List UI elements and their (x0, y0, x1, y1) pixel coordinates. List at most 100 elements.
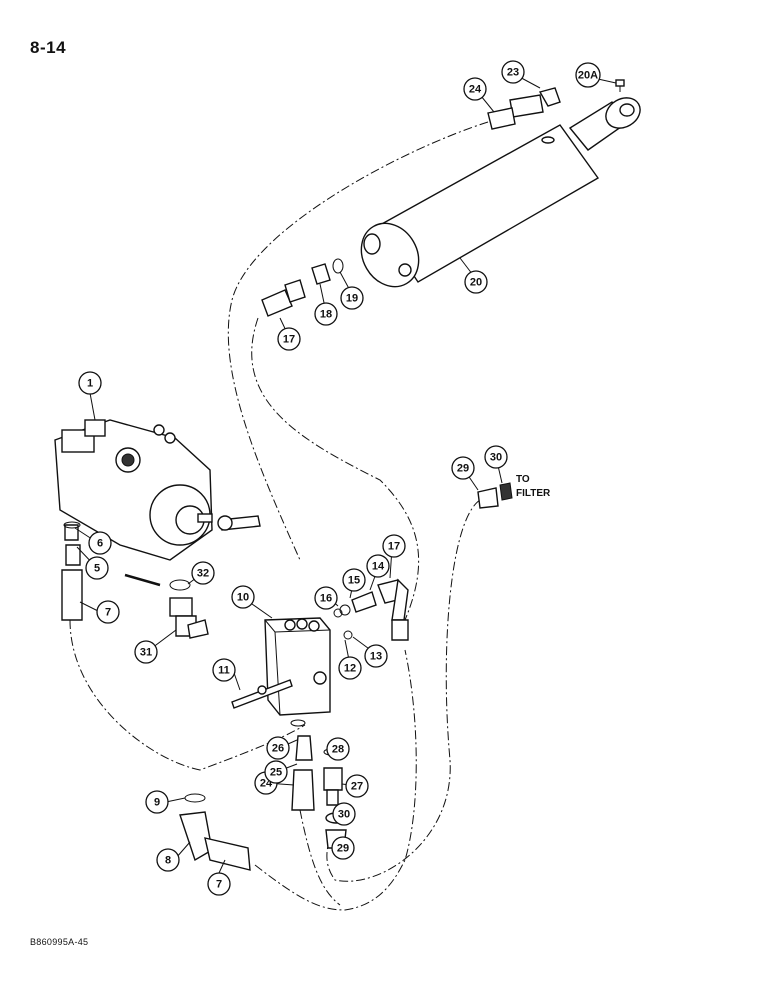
callout-label: 1 (87, 378, 93, 390)
callout-circle (145, 790, 169, 814)
callout-16: 16 (314, 586, 338, 610)
callout-24: 24 (463, 77, 487, 101)
elbow-fitting-8 (179, 793, 251, 871)
callout-30: 30 (332, 802, 356, 826)
callout-circle (277, 327, 301, 351)
callout-circle (264, 760, 288, 784)
callout-6: 6 (88, 531, 112, 555)
callout-label: 6 (97, 538, 103, 550)
callout-15: 15 (342, 568, 366, 592)
callout-label: 16 (320, 593, 332, 605)
callout-label: 29 (337, 843, 349, 855)
callout-20: 20 (464, 270, 488, 294)
callout-label: 25 (270, 767, 282, 779)
callout-circle (266, 736, 290, 760)
callout-17: 17 (382, 534, 406, 558)
callout-circle (338, 656, 362, 680)
callout-7: 7 (207, 872, 231, 896)
callout-circle (382, 534, 406, 558)
to-filter-label-line2: FILTER (516, 488, 551, 499)
callout-label: 12 (344, 663, 356, 675)
callout-circle (314, 586, 338, 610)
callout-label: 7 (216, 879, 222, 891)
callout-circle (463, 77, 487, 101)
callout-9: 9 (145, 790, 169, 814)
callout-32: 32 (191, 561, 215, 585)
callout-29: 29 (331, 836, 355, 860)
callout-19: 19 (340, 286, 364, 310)
callout-14: 14 (366, 554, 390, 578)
callout-label: 26 (272, 743, 284, 755)
callout-label: 18 (320, 309, 332, 321)
callout-circle (484, 445, 508, 469)
to-filter-label-line1: TO (516, 474, 530, 485)
callout-circle (88, 531, 112, 555)
callout-circle (332, 802, 356, 826)
callout-18: 18 (314, 302, 338, 326)
callout-circle (326, 737, 350, 761)
filter-connection (477, 482, 513, 509)
callout-circle (212, 658, 236, 682)
callout-circle (575, 62, 601, 88)
callout-26: 26 (266, 736, 290, 760)
callout-circle (134, 640, 158, 664)
callout-label: 24 (469, 84, 482, 96)
callout-label: 8 (165, 855, 171, 867)
callout-1: 1 (78, 371, 102, 395)
callout-label: 29 (457, 463, 469, 475)
callout-23: 23 (501, 60, 525, 84)
callout-label: 20 (470, 277, 482, 289)
callout-label: 13 (370, 651, 382, 663)
callout-12: 12 (338, 656, 362, 680)
cylinder-fittings (261, 87, 561, 317)
callout-10: 10 (231, 585, 255, 609)
callout-circle (314, 302, 338, 326)
callout-30: 30 (484, 445, 508, 469)
hose-valve-to-filter (326, 499, 481, 882)
callout-label: 32 (197, 568, 209, 580)
callout-circle (231, 585, 255, 609)
callout-label: 27 (351, 781, 363, 793)
callout-circle (156, 848, 180, 872)
document-code: B860995A-45 (30, 937, 89, 947)
hydraulic-pump (54, 419, 261, 621)
callout-circle (331, 836, 355, 860)
callout-label: 20A (578, 70, 598, 82)
callout-label: 17 (388, 541, 400, 553)
page-number: 8-14 (30, 38, 67, 57)
callout-label: 17 (283, 334, 295, 346)
callout-label: 30 (338, 809, 350, 821)
callout-17: 17 (277, 327, 301, 351)
callout-25: 25 (264, 760, 288, 784)
callout-8: 8 (156, 848, 180, 872)
callout-11: 11 (212, 658, 236, 682)
callout-label: 31 (140, 647, 152, 659)
callout-label: 14 (372, 561, 385, 573)
callout-circle (342, 568, 366, 592)
valve-side-fittings (333, 578, 409, 641)
fitting-31 (124, 573, 209, 639)
callout-label: 5 (94, 563, 100, 575)
callout-circle (191, 561, 215, 585)
callout-circle (345, 774, 369, 798)
callout-circle (464, 270, 488, 294)
hose-cylinder-base-to-valve (251, 317, 420, 621)
callout-label: 23 (507, 67, 519, 79)
callout-7: 7 (96, 600, 120, 624)
callout-13: 13 (364, 644, 388, 668)
callout-29: 29 (451, 456, 475, 480)
callout-label: 30 (490, 452, 502, 464)
callout-label: 7 (105, 607, 111, 619)
callout-28: 28 (326, 737, 350, 761)
callout-circle (501, 60, 525, 84)
hose-fitting-24-loop (299, 809, 341, 906)
control-valve (231, 617, 331, 727)
callout-circle (96, 600, 120, 624)
callout-circle (78, 371, 102, 395)
callout-5: 5 (85, 556, 109, 580)
hose-lines (69, 121, 489, 911)
callout-label: 9 (154, 797, 160, 809)
hydraulic-cylinder (360, 79, 641, 288)
